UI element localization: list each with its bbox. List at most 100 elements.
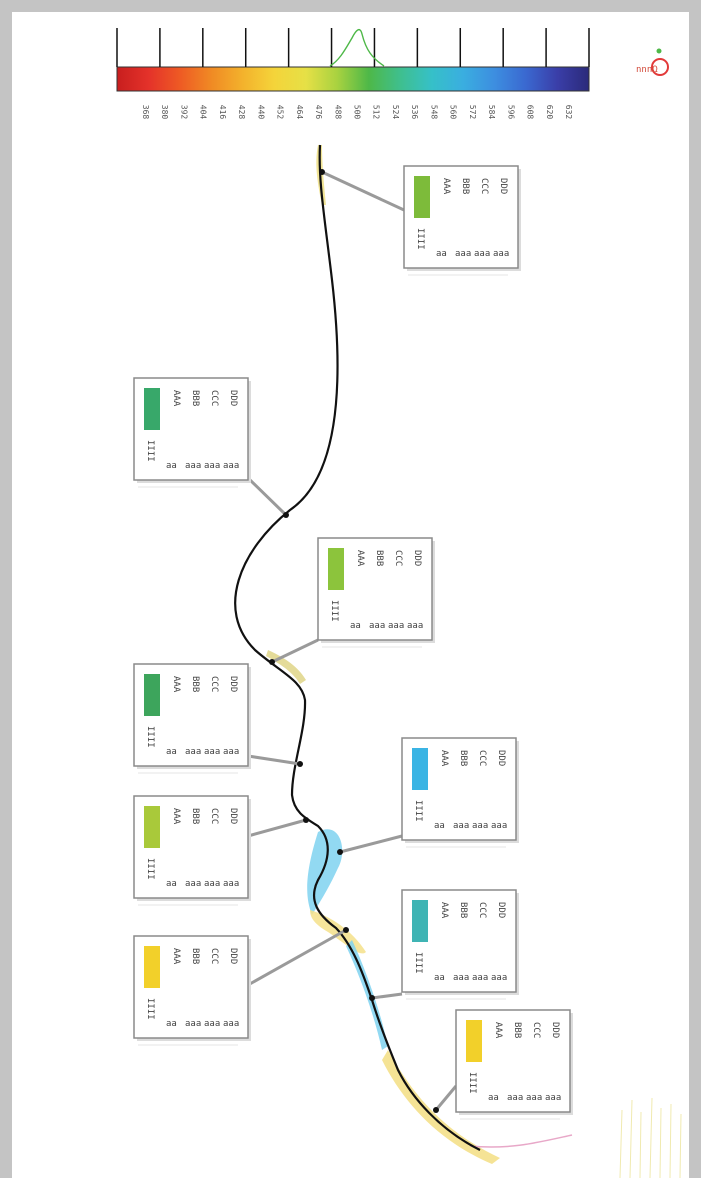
node-side-label: IIII: [413, 952, 423, 974]
branch-points: [269, 169, 439, 1113]
node-header-label: BBB: [374, 550, 384, 566]
color-scale-tick-label: 380: [160, 105, 169, 120]
node-footer-label: aa: [166, 461, 177, 471]
color-scale-tick-label: 500: [353, 105, 362, 120]
logo-dot-icon: [656, 48, 662, 54]
node-header-label: DDD: [228, 948, 238, 964]
color-scale-tick-label: 368: [141, 105, 150, 120]
node-side-label: IIII: [415, 228, 425, 250]
connector-3: [271, 638, 319, 664]
node-header-label: AAA: [355, 550, 365, 567]
branch-point: [283, 512, 289, 518]
node-footer-label: aa: [434, 821, 445, 831]
node-header-label: BBB: [460, 178, 470, 194]
band-blue-lobe: [307, 829, 343, 915]
branch-point: [303, 817, 309, 823]
color-scale-tick-label: 632: [564, 105, 573, 120]
node-header-label: AAA: [439, 750, 449, 767]
connector-6: [247, 818, 307, 838]
node-side-label: IIII: [145, 440, 155, 462]
node-footer-label: aaa: [204, 879, 220, 889]
node-color-swatch: [414, 176, 430, 218]
branch-point: [343, 927, 349, 933]
branch-point: [369, 995, 375, 1001]
node-footer-label: aa: [166, 747, 177, 757]
node-color-swatch: [144, 946, 160, 988]
node-footer-label: aaa: [407, 621, 423, 631]
node-header-label: BBB: [190, 676, 200, 692]
node-footer-label: aaa: [204, 1019, 220, 1029]
node-header-label: BBB: [458, 750, 468, 766]
node-header-label: DDD: [228, 390, 238, 406]
logo: nnnΩ: [636, 48, 669, 76]
node-footer-label: aaa: [185, 879, 201, 889]
color-scale-tick-label: 584: [487, 105, 496, 120]
color-scale-tick-label: 536: [410, 105, 419, 120]
color-scale-tick-label: 404: [199, 105, 208, 120]
node-footer-label: aaa: [493, 249, 509, 259]
color-scale-tick-label: 548: [429, 105, 438, 120]
node-header-label: DDD: [412, 550, 422, 566]
node-footer-label: aaa: [491, 973, 507, 983]
color-scale-tick-label: 572: [468, 105, 477, 120]
connector-8: [371, 992, 403, 1000]
branch-point: [433, 1107, 439, 1113]
node-footer-label: aaa: [185, 461, 201, 471]
node-header-label: BBB: [190, 948, 200, 964]
node-header-label: AAA: [493, 1022, 503, 1039]
node-side-label: IIII: [145, 858, 155, 880]
node-footer-label: aaa: [369, 621, 385, 631]
node-footer-label: aaa: [472, 821, 488, 831]
node-header-label: CCC: [209, 948, 219, 964]
node-header-label: DDD: [228, 808, 238, 824]
logo-mark-icon: [651, 58, 669, 76]
color-scale-peak-curve: [329, 28, 385, 67]
node-footer-label: aaa: [185, 1019, 201, 1029]
node-footer-label: aa: [166, 1019, 177, 1029]
color-scale-tick-label: 476: [314, 105, 323, 120]
node-header-label: DDD: [550, 1022, 560, 1038]
connector-5: [339, 834, 403, 854]
connector-9: [434, 1085, 458, 1111]
node-header-label: AAA: [441, 178, 451, 195]
branch-point: [269, 659, 275, 665]
node-footer-label: aaa: [204, 461, 220, 471]
node-header-label: CCC: [393, 550, 403, 566]
color-scale-tick-label: 440: [256, 105, 265, 120]
node-footer-label: aaa: [453, 821, 469, 831]
branch-point: [337, 849, 343, 855]
logo-text: nnnΩ: [636, 65, 658, 75]
node-footer-label: aaa: [388, 621, 404, 631]
node-header-label: BBB: [512, 1022, 522, 1038]
node-header-label: AAA: [171, 676, 181, 693]
node-header-label: CCC: [477, 750, 487, 766]
color-scale-tick-label: 416: [218, 105, 227, 120]
connector-1: [321, 170, 405, 212]
color-scale-tick-label: 392: [179, 105, 188, 120]
node-footer-label: aaa: [223, 461, 239, 471]
node-header-label: AAA: [171, 948, 181, 965]
node-side-label: IIII: [329, 600, 339, 622]
node-header-label: AAA: [439, 902, 449, 919]
node-header-label: BBB: [458, 902, 468, 918]
node-footer-label: aaa: [507, 1093, 523, 1103]
node-header-label: CCC: [477, 902, 487, 918]
node-header-label: DDD: [496, 902, 506, 918]
color-scale-tick-label: 596: [506, 105, 515, 120]
node-footer-label: aaa: [204, 747, 220, 757]
color-scale-tick-label: 620: [545, 105, 554, 120]
node-header-label: CCC: [531, 1022, 541, 1038]
node-footer-label: aaa: [223, 1019, 239, 1029]
node-footer-label: aa: [350, 621, 361, 631]
color-scale-tick-label: 464: [295, 105, 304, 120]
node-footer-label: aaa: [455, 249, 471, 259]
